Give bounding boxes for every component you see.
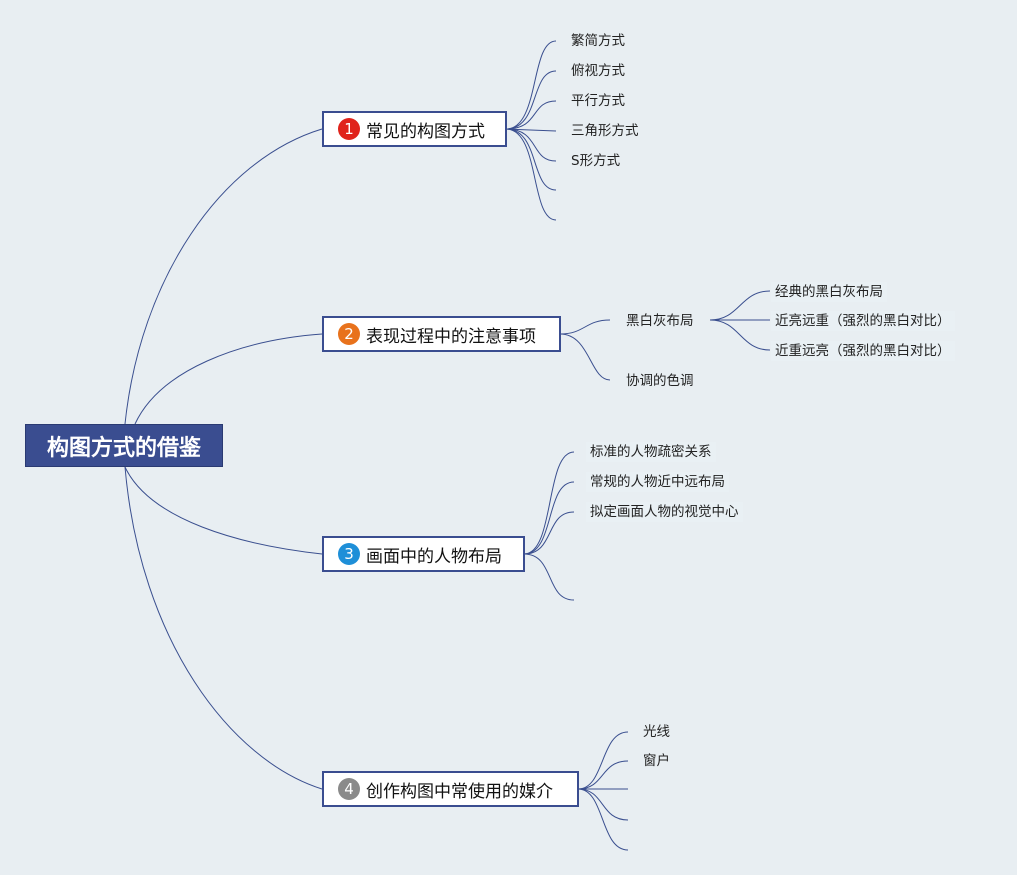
connector-b3-leaf-2 bbox=[523, 481, 575, 555]
connector-b1-leaf-5 bbox=[505, 128, 557, 162]
branch-1-label: 常见的构图方式 bbox=[366, 121, 485, 142]
connector-b1-leaf-2 bbox=[505, 70, 557, 130]
connector-b3-leaf-1 bbox=[523, 451, 575, 555]
number-badge-4: 4 bbox=[338, 778, 360, 800]
connector-b3-leaf-4 bbox=[523, 553, 575, 601]
number-badge-2: 2 bbox=[338, 323, 360, 345]
leaf-b2-1-2[interactable]: 近亮远重（强烈的黑白对比） bbox=[771, 311, 955, 331]
connector-b2-sub-1-leaf-3 bbox=[709, 319, 771, 351]
connector-b4-leaf-4 bbox=[577, 788, 629, 821]
connector-b1-leaf-1 bbox=[505, 40, 557, 130]
number-badge-3: 3 bbox=[338, 543, 360, 565]
connector-b2-sub-2 bbox=[559, 333, 611, 381]
branch-3-label: 画面中的人物布局 bbox=[366, 546, 502, 567]
connector-b2-sub-1 bbox=[559, 319, 611, 335]
branch-topic-1[interactable]: 1 常见的构图方式 bbox=[322, 111, 507, 147]
subtopic-b2-2[interactable]: 协调的色调 bbox=[626, 373, 694, 389]
connector-root-branch-1 bbox=[124, 128, 323, 425]
leaf-b1-4[interactable]: 三角形方式 bbox=[571, 123, 639, 139]
leaf-b3-2[interactable]: 常规的人物近中远布局 bbox=[586, 472, 729, 492]
root-topic[interactable]: 构图方式的借鉴 bbox=[25, 424, 223, 467]
branch-4-label: 创作构图中常使用的媒介 bbox=[366, 781, 553, 802]
connector-b1-leaf-7 bbox=[505, 128, 557, 221]
branch-topic-3[interactable]: 3 画面中的人物布局 bbox=[322, 536, 525, 572]
connector-b4-leaf-2 bbox=[577, 760, 629, 790]
leaf-b4-2[interactable]: 窗户 bbox=[643, 753, 670, 769]
leaf-b2-1-3[interactable]: 近重远亮（强烈的黑白对比） bbox=[771, 341, 955, 361]
connector-b4-leaf-5 bbox=[577, 788, 629, 851]
connector-root-branch-4 bbox=[124, 466, 323, 790]
leaf-b2-1-1[interactable]: 经典的黑白灰布局 bbox=[771, 282, 887, 302]
leaf-b3-3[interactable]: 拟定画面人物的视觉中心 bbox=[586, 502, 743, 522]
branch-topic-2[interactable]: 2 表现过程中的注意事项 bbox=[322, 316, 561, 352]
connector-root-branch-2 bbox=[134, 333, 323, 425]
branch-topic-4[interactable]: 4 创作构图中常使用的媒介 bbox=[322, 771, 579, 807]
connector-b1-leaf-6 bbox=[505, 128, 557, 191]
leaf-b1-1[interactable]: 繁简方式 bbox=[571, 33, 625, 49]
leaf-b4-1[interactable]: 光线 bbox=[643, 724, 670, 740]
connector-root-branch-3 bbox=[124, 466, 323, 555]
connector-b3-leaf-3 bbox=[523, 511, 575, 555]
subtopic-b2-1[interactable]: 黑白灰布局 bbox=[626, 313, 694, 329]
leaf-b3-1[interactable]: 标准的人物疏密关系 bbox=[586, 442, 716, 462]
leaf-b1-2[interactable]: 俯视方式 bbox=[571, 63, 625, 79]
leaf-b1-5[interactable]: S形方式 bbox=[571, 153, 621, 169]
connector-b2-sub-1-leaf-1 bbox=[709, 290, 771, 321]
number-badge-1: 1 bbox=[338, 118, 360, 140]
branch-2-label: 表现过程中的注意事项 bbox=[366, 326, 536, 347]
connector-b1-leaf-3 bbox=[505, 100, 557, 130]
connector-b4-leaf-1 bbox=[577, 731, 629, 790]
leaf-b1-3[interactable]: 平行方式 bbox=[571, 93, 625, 109]
